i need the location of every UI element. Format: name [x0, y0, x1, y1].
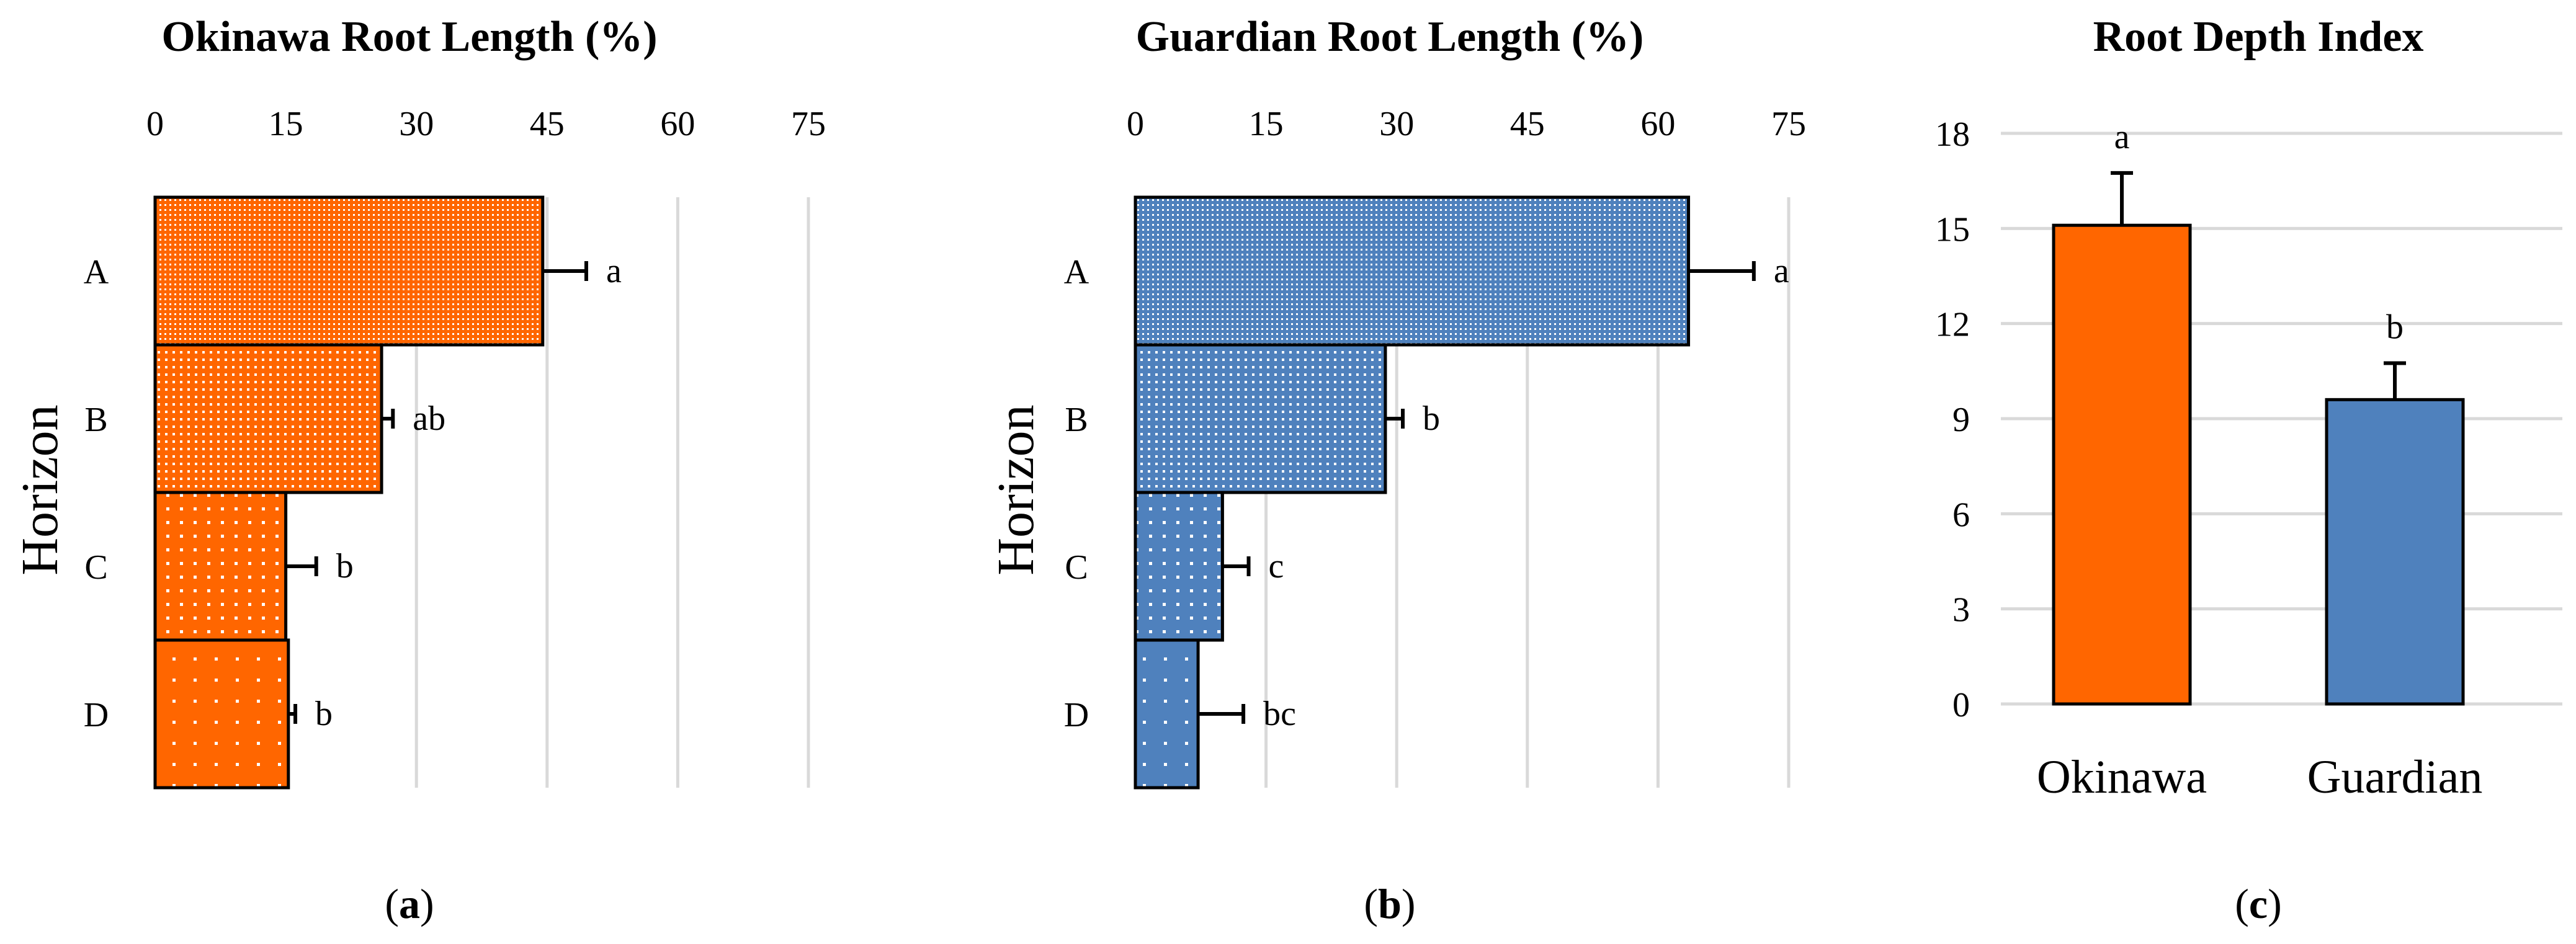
y-tick-label: 3	[1952, 591, 1970, 630]
significance-letter: a	[2114, 118, 2130, 156]
bar-d	[1134, 638, 1200, 790]
x-tick-label: 15	[269, 105, 303, 143]
significance-letter: bc	[1263, 695, 1296, 733]
bar-b	[1134, 343, 1387, 494]
category-label: A	[84, 253, 109, 292]
significance-letter: a	[606, 252, 622, 290]
root-depth-index-chart: Root Depth Index 0 3 6 9 12 15 18 Okinawa Guard…	[1935, 13, 2562, 927]
y-tick-label: 12	[1935, 306, 1970, 344]
x-tick-label: 30	[399, 105, 434, 143]
x-tick-label: 45	[1510, 105, 1545, 143]
y-tick-label: 15	[1935, 210, 1970, 249]
category-label: C	[84, 548, 107, 587]
significance-letter: b	[2386, 308, 2404, 347]
bar-okinawa	[2052, 223, 2192, 706]
category-label: B	[1065, 401, 1088, 439]
bar-d	[153, 638, 290, 790]
okinawa-root-length-chart: Okinawa Root Length (%) Horizon 0 15 30 45 6…	[11, 13, 826, 927]
significance-letter: c	[1269, 547, 1284, 586]
x-tick-label: 15	[1249, 105, 1284, 143]
chart-title: Okinawa Root Length (%)	[161, 13, 657, 61]
y-tick-label: 0	[1952, 686, 1970, 724]
bar-a	[153, 195, 545, 347]
x-tick-label: 75	[791, 105, 826, 143]
y-tick-label: 6	[1952, 496, 1970, 534]
y-tick-label: 18	[1935, 115, 1970, 154]
category-label: B	[84, 401, 107, 439]
y-axis-label: Horizon	[987, 404, 1045, 575]
chart-title: Guardian Root Length (%)	[1136, 13, 1644, 61]
y-axis-label: Horizon	[11, 404, 69, 575]
panel-label: (b)	[1364, 880, 1415, 927]
x-tick-label: 60	[660, 105, 695, 143]
panel-label: (c)	[2235, 880, 2282, 927]
bar-c	[1134, 491, 1224, 642]
category-label: D	[1064, 696, 1089, 734]
x-tick-label: 30	[1379, 105, 1414, 143]
bar-b	[153, 343, 383, 494]
category-label: A	[1064, 253, 1089, 292]
x-tick-label: 0	[1127, 105, 1144, 143]
panel-label: (a)	[385, 880, 434, 927]
x-tick-label: 45	[530, 105, 565, 143]
x-tick-label: 0	[146, 105, 164, 143]
category-label: Guardian	[2307, 751, 2483, 803]
significance-letter: ab	[413, 399, 445, 438]
category-label: D	[84, 696, 109, 734]
category-label: Okinawa	[2037, 751, 2207, 803]
bar-guardian	[2325, 398, 2465, 706]
significance-letter: b	[336, 547, 354, 586]
y-tick-label: 9	[1952, 401, 1970, 439]
category-label: C	[1065, 548, 1088, 587]
x-tick-label: 75	[1771, 105, 1806, 143]
bar-a	[1134, 195, 1691, 347]
bar-c	[153, 491, 288, 642]
guardian-root-length-chart: Guardian Root Length (%) Horizon 0 15 30 45…	[987, 13, 1806, 927]
significance-letter: a	[1774, 252, 1789, 290]
significance-letter: b	[315, 695, 333, 733]
significance-letter: b	[1423, 399, 1440, 438]
chart-title: Root Depth Index	[2093, 13, 2424, 61]
x-tick-label: 60	[1640, 105, 1675, 143]
